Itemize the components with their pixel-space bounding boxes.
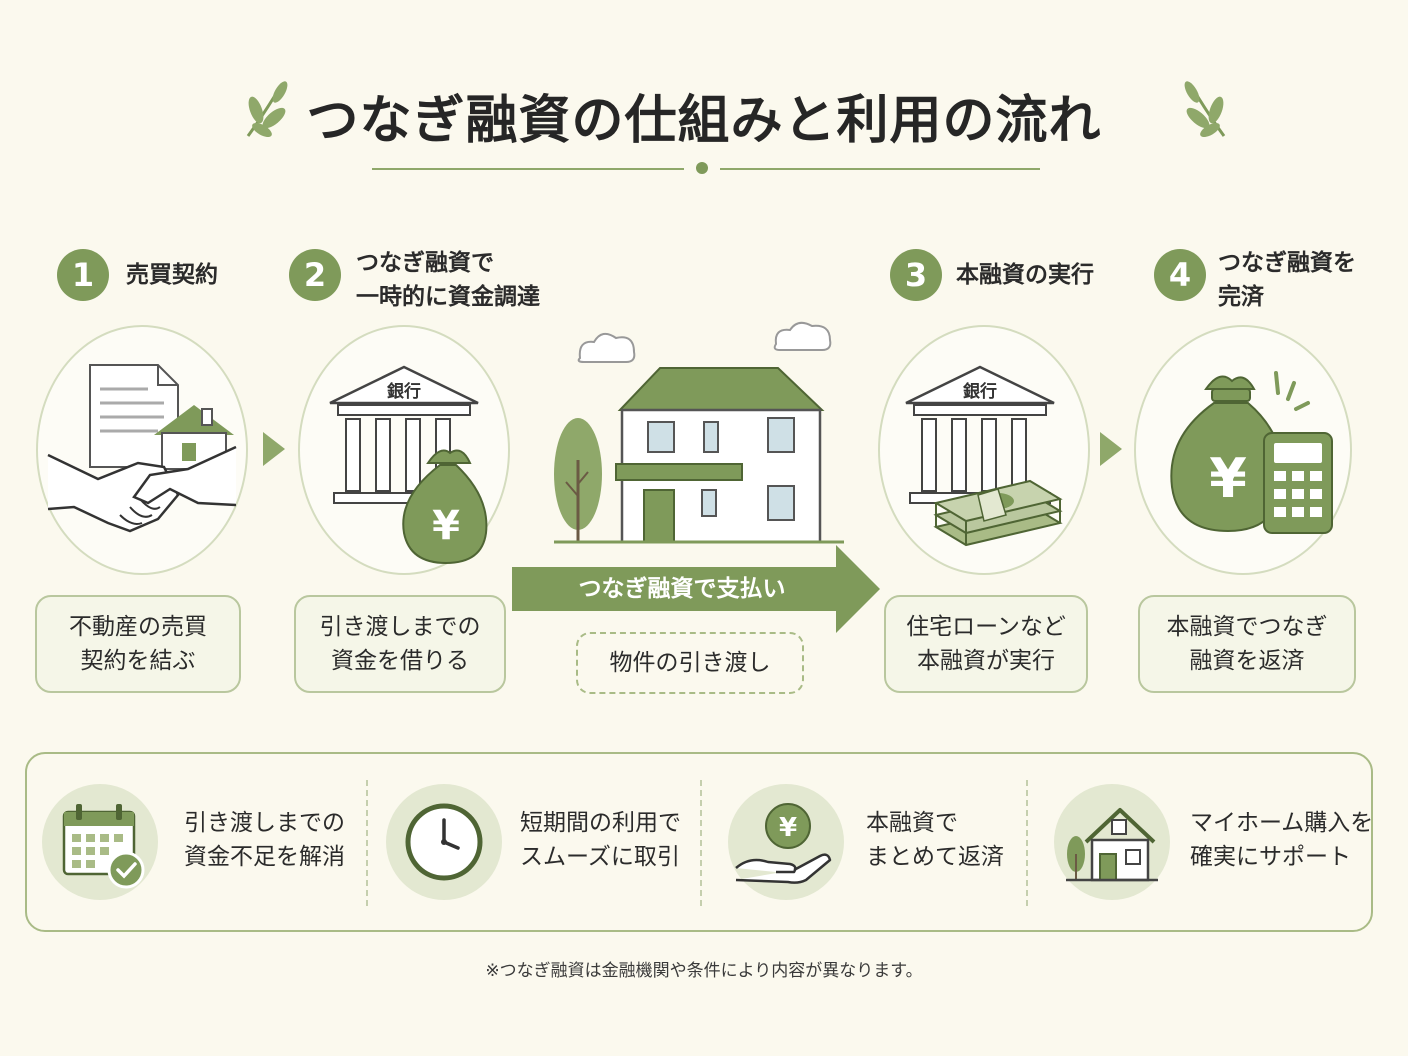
- payment-arrow-label: つなぎ融資で支払い: [578, 576, 786, 602]
- title-divider-dot: [696, 162, 708, 174]
- benefit-divider: [1026, 780, 1028, 906]
- benefits-panel: [25, 752, 1373, 932]
- benefit-2-icon-bg: [386, 784, 502, 900]
- benefit-4-text: マイホーム購入を 確実にサポート: [1190, 810, 1374, 870]
- step-3-number: 3: [890, 249, 942, 301]
- leaf-left-icon: [246, 81, 288, 137]
- payment-arrow-head: [836, 545, 880, 633]
- yen-symbol: ¥: [1209, 447, 1247, 510]
- calendar-check-icon: [62, 804, 145, 889]
- step-2-illustration: 銀行 ¥: [298, 325, 510, 575]
- benefit-divider: [700, 780, 702, 906]
- page-title: つなぎ融資の仕組みと利用の流れ: [306, 91, 1102, 151]
- step-1-illustration: [36, 325, 248, 575]
- yen-symbol: ¥: [779, 813, 797, 843]
- bank-cash-stack-icon: 銀行: [905, 365, 1063, 547]
- footnote: ※つなぎ融資は金融機関や条件により内容が異なります。: [485, 961, 923, 981]
- step-4-description: 本融資でつなぎ 融資を返済: [1138, 595, 1356, 693]
- step-4-label: つなぎ融資を 完済: [1218, 250, 1356, 310]
- bank-text: 銀行: [963, 381, 997, 402]
- yen-coin-hand-icon: ¥: [735, 803, 832, 884]
- benefit-3-icon-bg: ¥: [728, 784, 844, 900]
- bank-text: 銀行: [387, 381, 421, 402]
- yen-symbol: ¥: [432, 503, 460, 549]
- benefit-1-icon-bg: [42, 784, 158, 900]
- house-tree-clouds-icon: [554, 321, 844, 544]
- clock-icon: [405, 803, 483, 881]
- handshake-contract-house-icon: [47, 364, 237, 533]
- step-2-label: つなぎ融資で 一時的に資金調達: [356, 250, 540, 310]
- payment-arrow: [512, 567, 838, 611]
- step-3-illustration: 銀行: [878, 325, 1090, 575]
- bank-yen-bag-icon: 銀行 ¥: [329, 365, 488, 565]
- step-1-description: 不動産の売買 契約を結ぶ: [35, 595, 241, 693]
- step-4-number: 4: [1154, 249, 1206, 301]
- step-2-number: 2: [289, 249, 341, 301]
- benefit-3-text: 本融資で まとめて返済: [866, 810, 1004, 870]
- benefit-divider: [366, 780, 368, 906]
- handover-label: 物件の引き渡し: [576, 632, 804, 694]
- step-1-label: 売買契約: [126, 262, 218, 288]
- benefit-4-icon-bg: [1054, 784, 1170, 900]
- arrow-icon: [263, 432, 285, 466]
- house-icon: [1066, 808, 1158, 882]
- benefit-1-text: 引き渡しまでの 資金不足を解消: [184, 810, 345, 870]
- step-4-illustration: ¥: [1134, 325, 1352, 575]
- leaf-right-icon: [1184, 81, 1226, 137]
- step-3-label: 本融資の実行: [956, 262, 1094, 288]
- title-divider-left: [372, 168, 684, 170]
- arrow-icon: [1100, 432, 1122, 466]
- step-1-number: 1: [57, 249, 109, 301]
- yen-bag-calculator-icon: ¥: [1170, 371, 1333, 534]
- title-divider-right: [720, 168, 1040, 170]
- step-2-description: 引き渡しまでの 資金を借りる: [294, 595, 506, 693]
- step-3-description: 住宅ローンなど 本融資が実行: [884, 595, 1088, 693]
- benefit-2-text: 短期間の利用で スムーズに取引: [520, 810, 681, 870]
